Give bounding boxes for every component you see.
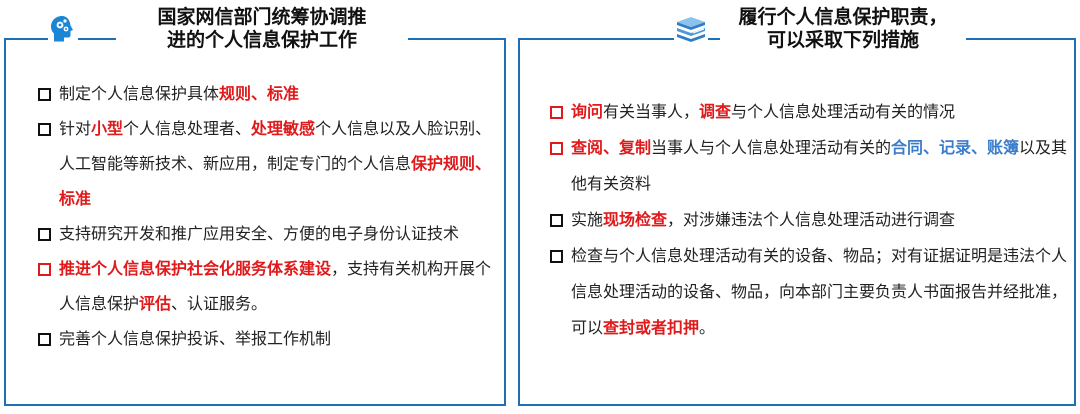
- item-highlight: 现场检查: [603, 210, 668, 229]
- checkbox-icon: [550, 142, 563, 155]
- head-gears-icon: [48, 14, 78, 48]
- item-text: 与个人信息处理活动有关的情况: [731, 102, 956, 121]
- checkbox-icon: [38, 228, 51, 241]
- left-panel-title: 国家网信部门统筹协调推 进的个人信息保护工作: [116, 6, 408, 52]
- item-text: 制定个人信息保护具体: [59, 84, 220, 103]
- item-highlight: 处理敏感: [251, 119, 316, 138]
- left-panel: 国家网信部门统筹协调推 进的个人信息保护工作 制定个人信息保护具体规则、标准 针…: [4, 6, 506, 406]
- item-highlight: 规则、标准: [219, 84, 300, 103]
- item-highlight: 推进个人信息保护社会化服务体系建设: [59, 259, 332, 278]
- left-title-line1: 国家网信部门统筹协调推: [157, 6, 367, 28]
- right-panel-title: 履行个人信息保护职责， 可以采取下列措施: [720, 6, 966, 52]
- item-highlight: 调查: [699, 102, 732, 121]
- list-item: 推进个人信息保护社会化服务体系建设，支持有关机构开展个人信息保护评估、认证服务。: [34, 251, 494, 321]
- item-highlight-blue: 合同、记录、账簿: [891, 138, 1020, 157]
- item-text: 、认证服务。: [171, 294, 268, 313]
- item-highlight: 小型: [91, 119, 124, 138]
- list-item: 检查与个人信息处理活动有关的设备、物品；对有证据证明是违法个人信息处理活动的设备…: [546, 238, 1068, 346]
- item-text: 个人信息处理者、: [123, 119, 252, 138]
- checkbox-icon: [550, 106, 563, 119]
- left-list: 制定个人信息保护具体规则、标准 针对小型个人信息处理者、处理敏感个人信息以及人脸…: [34, 76, 494, 356]
- item-highlight: 查阅、复制: [571, 138, 652, 157]
- item-highlight: 保护规则、标准: [59, 154, 492, 208]
- item-text: 有关当事人，: [603, 102, 700, 121]
- item-highlight: 查封或者扣押: [603, 318, 700, 337]
- list-item: 制定个人信息保护具体规则、标准: [34, 76, 494, 111]
- checkbox-icon: [550, 214, 563, 227]
- checkbox-icon: [38, 123, 51, 136]
- right-title-line2: 可以采取下列措施: [766, 29, 919, 51]
- item-text: 针对: [59, 119, 92, 138]
- list-item: 完善个人信息保护投诉、举报工作机制: [34, 321, 494, 356]
- right-panel: 履行个人信息保护职责， 可以采取下列措施 询问有关当事人，调查与个人信息处理活动…: [518, 6, 1076, 406]
- item-text: 检查与个人信息处理活动有关的设备、物品；对有证据证明是违法个人信息处理活动的设备…: [571, 246, 1068, 337]
- item-text: 当事人与个人信息处理活动有关的: [651, 138, 892, 157]
- item-highlight: 评估: [139, 294, 172, 313]
- checkbox-icon: [38, 88, 51, 101]
- books-icon: [674, 14, 708, 46]
- item-text: 个人信息以及人脸识别、人工智能等新技术、新应用，制定专门的个人信息: [59, 119, 492, 173]
- list-item: 实施现场检查，对涉嫌违法个人信息处理活动进行调查: [546, 202, 1068, 238]
- item-text: 支持研究开发和推广应用安全、方便的电子身份认证技术: [59, 224, 460, 243]
- checkbox-icon: [38, 333, 51, 346]
- list-item: 询问有关当事人，调查与个人信息处理活动有关的情况: [546, 94, 1068, 130]
- item-text: 实施: [571, 210, 604, 229]
- right-title-line1: 履行个人信息保护职责，: [738, 6, 948, 28]
- item-text: ，支持有关机构开展个人信息保护: [59, 259, 492, 313]
- item-highlight: 询问: [571, 102, 604, 121]
- item-text: ，对涉嫌违法个人信息处理活动进行调查: [667, 210, 956, 229]
- list-item: 支持研究开发和推广应用安全、方便的电子身份认证技术: [34, 216, 494, 251]
- list-item: 查阅、复制当事人与个人信息处理活动有关的合同、记录、账簿以及其他有关资料: [546, 130, 1068, 202]
- checkbox-icon: [550, 250, 563, 263]
- list-item: 针对小型个人信息处理者、处理敏感个人信息以及人脸识别、人工智能等新技术、新应用，…: [34, 111, 494, 216]
- checkbox-icon: [38, 263, 51, 276]
- left-title-line2: 进的个人信息保护工作: [166, 29, 357, 51]
- item-text: 。: [699, 318, 716, 337]
- item-text: 以及其他有关资料: [571, 138, 1068, 193]
- item-text: 完善个人信息保护投诉、举报工作机制: [59, 329, 332, 348]
- right-list: 询问有关当事人，调查与个人信息处理活动有关的情况 查阅、复制当事人与个人信息处理…: [546, 94, 1068, 346]
